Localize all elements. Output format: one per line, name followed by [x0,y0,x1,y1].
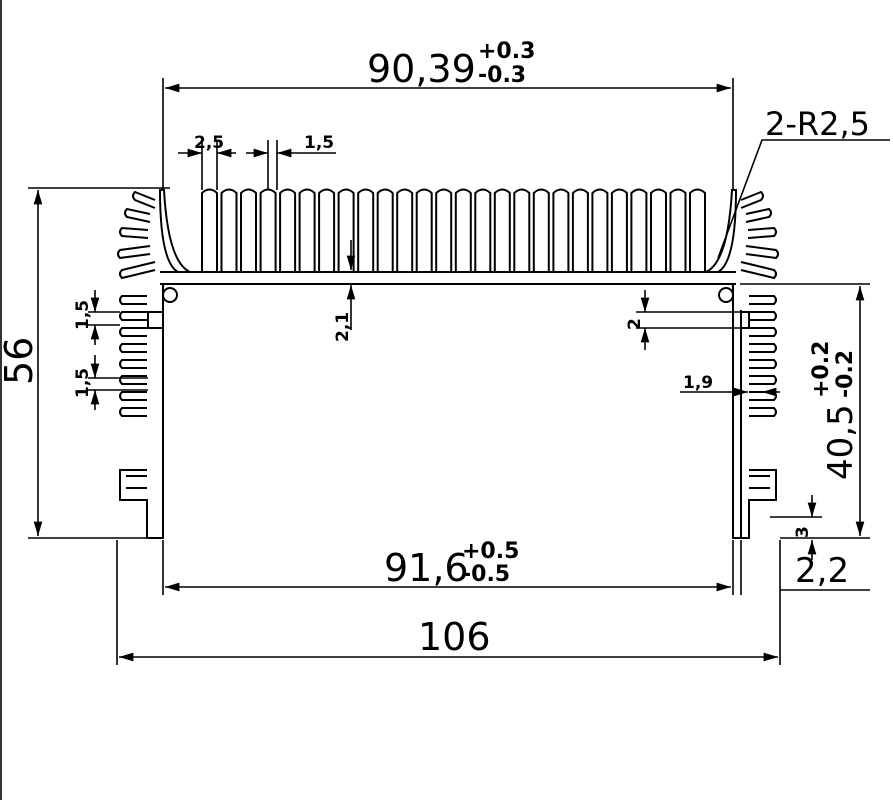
dim-inner-height-tol-minus: -0.2 [833,350,858,398]
side-fin-left-7 [119,391,147,401]
dim-base-thickness: 2,1 [333,312,353,342]
corner-fin-right [705,189,738,273]
dimension-labels: 90,39 +0.3 -0.3 2-R2,5 2,5 1,5 2,1 56 1,… [0,39,870,659]
dim-fin-gap: 1,5 [304,133,334,153]
fan-fin-right-3 [747,226,777,239]
dim-foot-height: 3 [793,526,813,538]
fan-fin-right-4 [745,245,779,260]
dim-top-width: 90,39 [367,47,476,91]
side-fin-left-2 [119,311,147,321]
dim-fin-width: 2,5 [194,133,224,153]
side-fin-left-3 [119,327,147,337]
side-fin-right-5 [749,359,777,369]
dim-inner-height-tol-plus: +0.2 [809,341,834,398]
fan-fin-right-1 [740,190,764,209]
slot-right [740,311,750,329]
dim-inner-height: 40,5 [821,404,861,480]
dim-top-tol-minus: -0.3 [478,63,526,88]
side-fin-right-2 [749,311,777,321]
dim-slot-depth: 1,9 [683,373,713,393]
screw-boss-left [162,287,178,303]
dim-inner-width-tol-plus: +0.5 [462,539,519,564]
side-fin-right-1 [749,295,777,305]
fan-fin-right-2 [745,207,772,223]
side-fin-right-6 [749,375,777,385]
screw-boss-right [718,287,734,303]
dim-top-tol-plus: +0.3 [478,39,535,64]
side-fin-right-8 [749,407,777,417]
dim-slot-height: 2 [625,318,645,330]
side-fin-left-8 [119,407,147,417]
extension-lines [28,78,870,665]
fan-fin-left-4 [117,245,151,260]
dim-total-height: 56 [0,337,41,385]
wall-right [732,284,777,539]
dim-wall-thickness: 2,2 [795,551,849,591]
dim-side-fin-1: 1,5 [73,300,93,330]
dim-inner-width-tol-minus: -0.5 [462,562,510,587]
fan-fin-right-5 [740,261,777,280]
dim-corner-radius: 2-R2,5 [765,105,870,143]
radius-leader [717,139,890,259]
side-fin-left-4 [119,343,147,353]
profile-outline [117,188,779,539]
dim-side-fin-2: 1,5 [73,368,93,398]
side-fin-left-6 [119,375,147,385]
side-fin-right-7 [749,391,777,401]
corner-fin-left [158,189,191,273]
fan-fin-left-5 [119,261,156,280]
dimension-lines [33,83,890,662]
wall-left [119,284,164,539]
side-fin-left-1 [119,295,147,305]
side-fin-left-5 [119,359,147,369]
fan-fin-left-2 [124,207,151,223]
side-fin-right-4 [749,343,777,353]
fan-fin-left-1 [132,190,156,209]
dim-overall-width: 106 [418,615,491,659]
fan-fin-left-3 [119,226,149,239]
top-fin-comb [178,188,718,273]
slot-left [147,311,164,329]
side-fin-right-3 [749,327,777,337]
dim-inner-width: 91,6 [384,546,469,590]
